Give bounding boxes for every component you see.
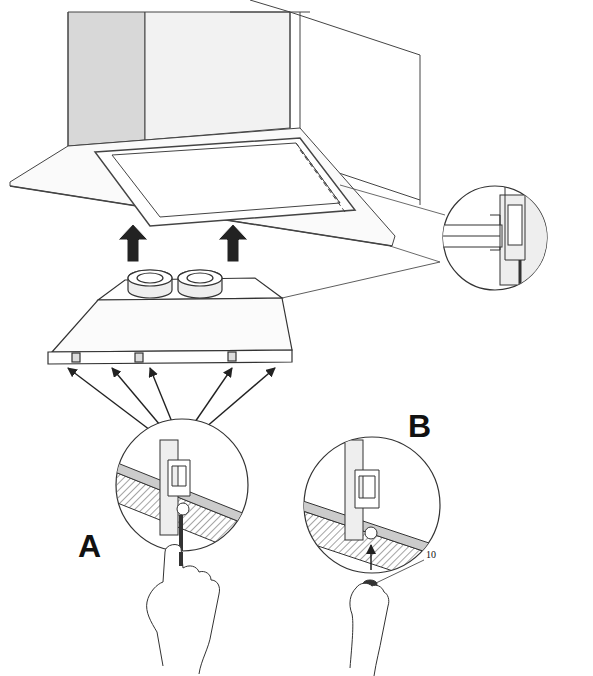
callout-number: 10 <box>426 550 436 560</box>
leader-line <box>376 560 424 583</box>
cooker-hood <box>48 262 440 364</box>
detail-letter: A <box>78 530 101 562</box>
hand <box>356 583 389 676</box>
detail-b <box>300 437 450 676</box>
hand <box>165 545 220 674</box>
detail-a <box>110 419 260 674</box>
detail-letter: B <box>408 410 431 442</box>
lift-arrow <box>118 224 248 262</box>
wall-cabinet <box>10 0 445 262</box>
detail-circle <box>440 185 560 300</box>
